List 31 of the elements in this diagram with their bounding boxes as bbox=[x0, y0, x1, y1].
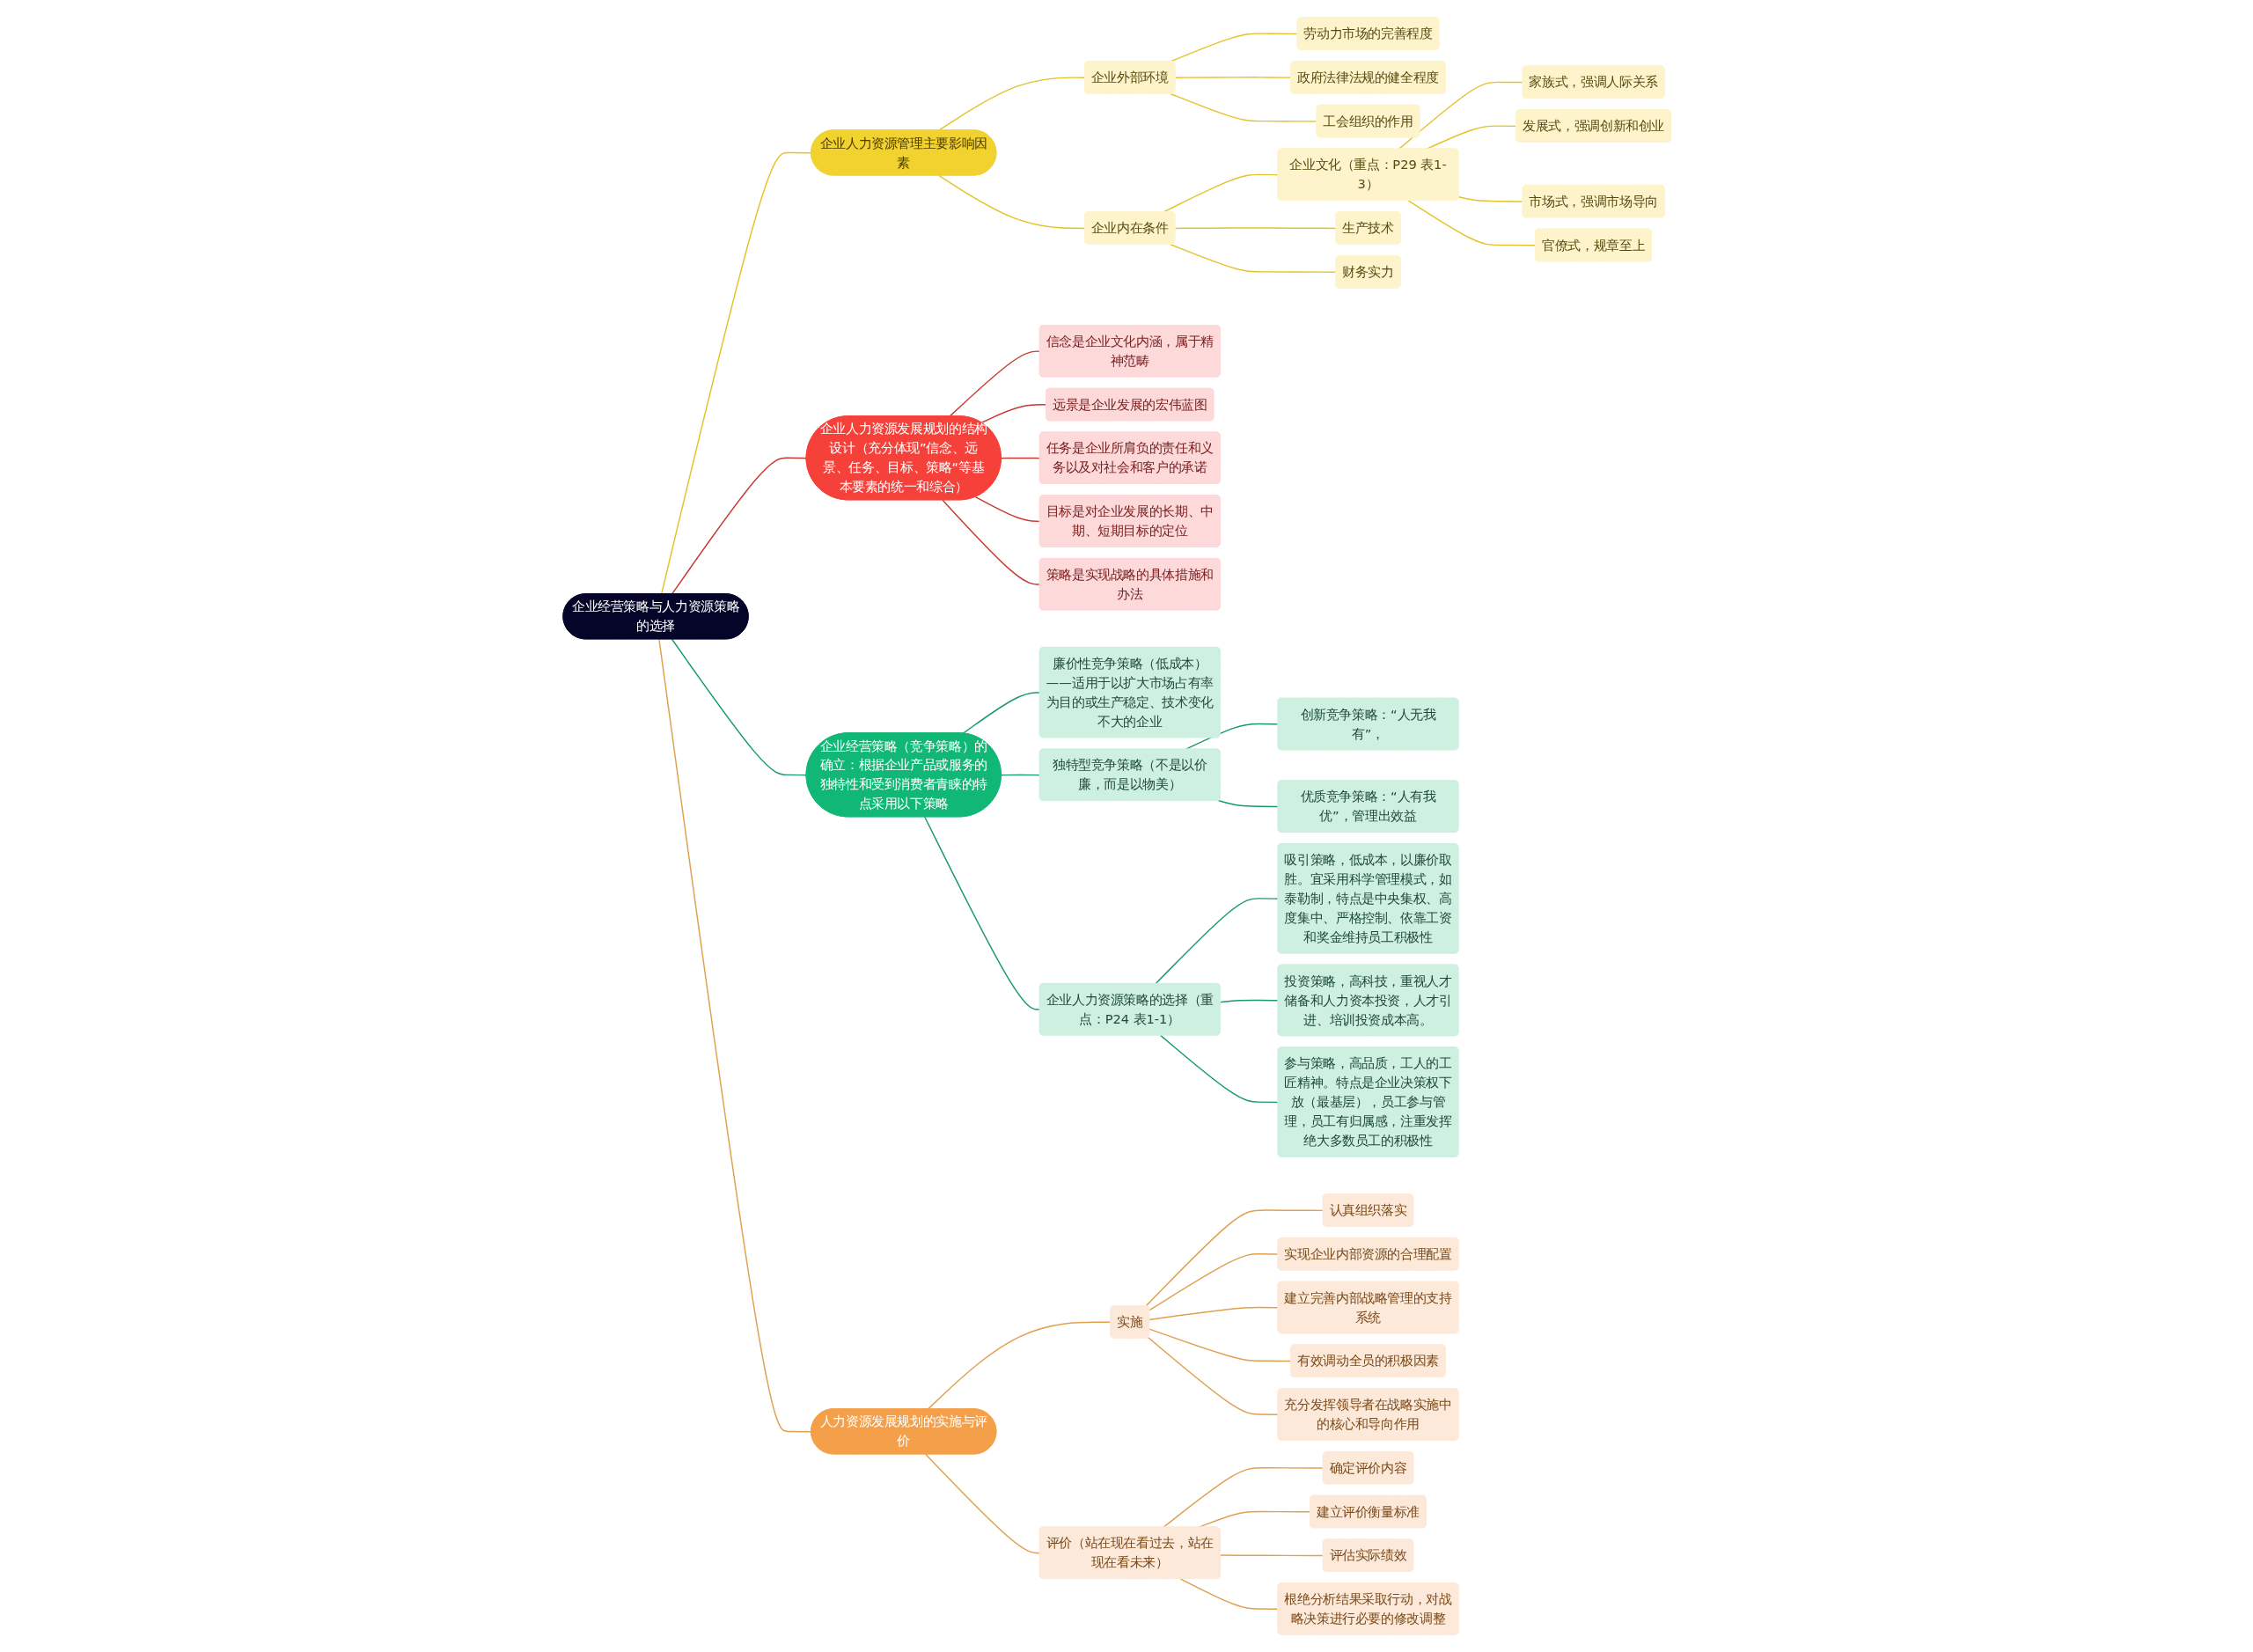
connector bbox=[1217, 799, 1279, 808]
connector bbox=[1174, 77, 1292, 78]
connector bbox=[1000, 457, 1041, 459]
connector bbox=[1145, 1209, 1325, 1307]
connector bbox=[658, 638, 812, 1433]
connector bbox=[1149, 1328, 1292, 1362]
connector bbox=[937, 77, 1086, 131]
connector bbox=[923, 816, 1041, 1010]
connector bbox=[1159, 1034, 1279, 1104]
connector bbox=[1219, 1554, 1325, 1557]
connector bbox=[942, 499, 1041, 585]
connector bbox=[1000, 774, 1041, 776]
connector bbox=[1179, 1578, 1279, 1611]
connector bbox=[949, 350, 1041, 417]
connector bbox=[1149, 1253, 1279, 1311]
connector bbox=[1174, 227, 1337, 230]
connector bbox=[1155, 898, 1279, 985]
connector bbox=[1149, 1306, 1279, 1321]
connector bbox=[1219, 999, 1279, 1003]
connector bbox=[974, 496, 1041, 523]
connector bbox=[1162, 1467, 1325, 1529]
connector bbox=[1147, 1337, 1279, 1416]
connector bbox=[1170, 243, 1337, 273]
connector bbox=[937, 174, 1086, 230]
connector bbox=[962, 692, 1041, 735]
connector bbox=[980, 404, 1047, 423]
connector bbox=[1170, 92, 1317, 122]
connector bbox=[927, 1321, 1112, 1410]
connector bbox=[1407, 200, 1537, 246]
connector bbox=[660, 151, 812, 595]
connector bbox=[924, 1453, 1041, 1554]
